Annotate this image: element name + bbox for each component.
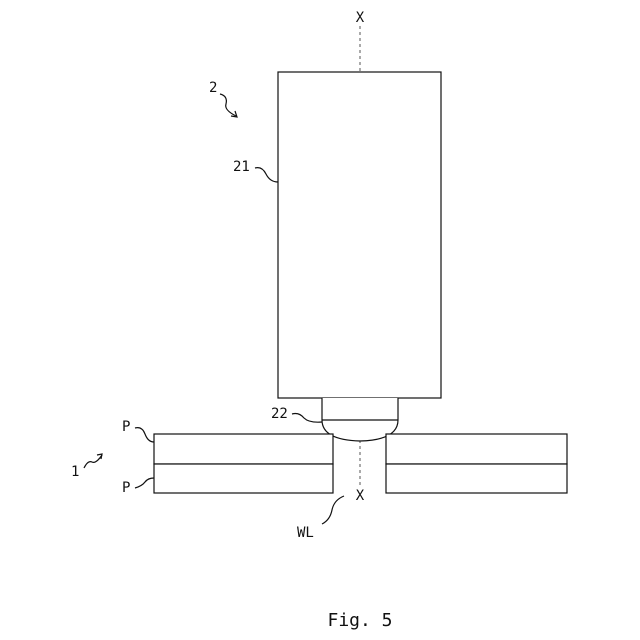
label-tool-tip: 22 xyxy=(271,406,288,422)
leader-tool-body xyxy=(255,168,278,182)
label-weld-line: WL xyxy=(297,525,314,541)
plate-right-bottom xyxy=(386,464,567,493)
axis-bottom-label: X xyxy=(356,488,365,504)
plate-left-bottom xyxy=(154,464,333,493)
plate-left-top xyxy=(154,434,333,464)
label-plates-assembly: 1 xyxy=(71,464,79,480)
leader-plate-top xyxy=(135,428,154,442)
label-plate-top: P xyxy=(122,419,130,435)
leader-plate-bottom xyxy=(135,478,154,488)
leader-weld-line xyxy=(322,496,344,524)
label-tool-body: 21 xyxy=(233,159,250,175)
leader-tool-tip xyxy=(292,414,322,423)
plate-right-top xyxy=(386,434,567,464)
figure-caption: Fig. 5 xyxy=(327,610,392,631)
label-tool: 2 xyxy=(209,80,217,96)
tool-body xyxy=(278,72,441,398)
axis-top-label: X xyxy=(356,10,365,26)
leader-plates-assembly xyxy=(84,455,102,468)
leader-tool xyxy=(220,94,236,116)
label-plate-bottom: P xyxy=(122,480,130,496)
